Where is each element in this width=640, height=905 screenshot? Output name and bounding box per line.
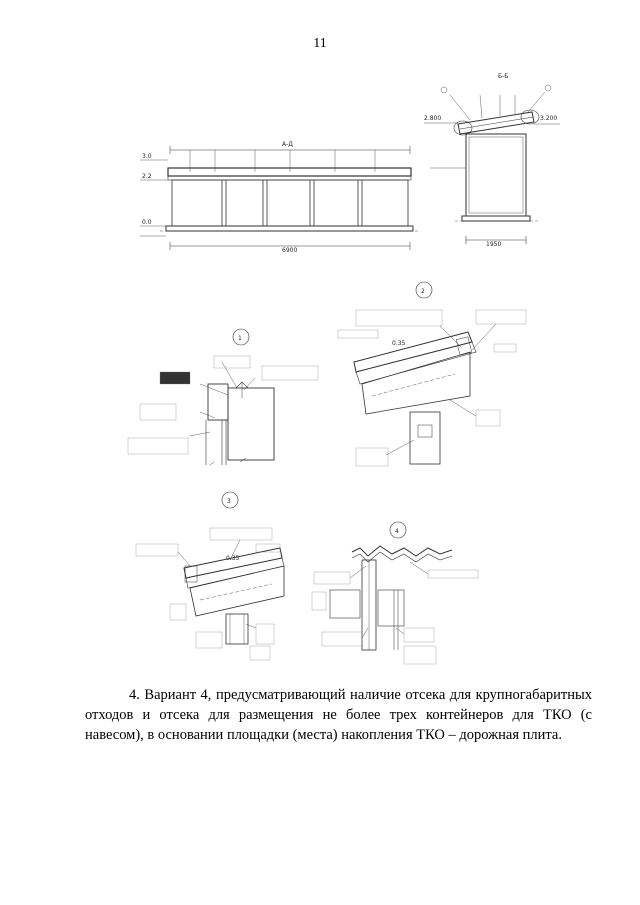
front-elevation-drawing: 3.0 2.2 0.0 А-Д 6900 xyxy=(140,141,420,254)
detail-2-drawing: 2 0.35 xyxy=(337,281,527,467)
svg-text:А-Д: А-Д xyxy=(282,141,293,148)
technical-drawings: 3.0 2.2 0.0 А-Д 6900 Б-Б 2.800 3.200 xyxy=(127,73,560,665)
body-paragraph: 4. Вариант 4, предусматривающий наличие … xyxy=(85,687,592,743)
svg-text:Б-Б: Б-Б xyxy=(498,73,508,80)
svg-text:6900: 6900 xyxy=(282,247,297,254)
svg-text:0.35: 0.35 xyxy=(392,340,406,347)
svg-text:2.800: 2.800 xyxy=(424,115,441,122)
svg-text:4: 4 xyxy=(395,528,399,535)
svg-text:3.0: 3.0 xyxy=(142,153,152,160)
detail-3-drawing: 3 0.35 xyxy=(135,491,285,661)
page-number: 11 xyxy=(313,36,327,51)
side-section-drawing: Б-Б 2.800 3.200 1950 xyxy=(424,73,560,248)
svg-text:3.200: 3.200 xyxy=(540,115,557,122)
detail-4-drawing: 4 xyxy=(311,521,479,665)
svg-text:1950: 1950 xyxy=(486,241,501,248)
svg-text:0.0: 0.0 xyxy=(142,219,152,226)
svg-text:3: 3 xyxy=(227,498,231,505)
detail-1-drawing: 1 xyxy=(127,328,319,466)
svg-text:2: 2 xyxy=(421,288,425,295)
svg-text:1: 1 xyxy=(238,335,242,342)
svg-text:0.35: 0.35 xyxy=(226,555,240,562)
svg-text:2.2: 2.2 xyxy=(142,173,152,180)
